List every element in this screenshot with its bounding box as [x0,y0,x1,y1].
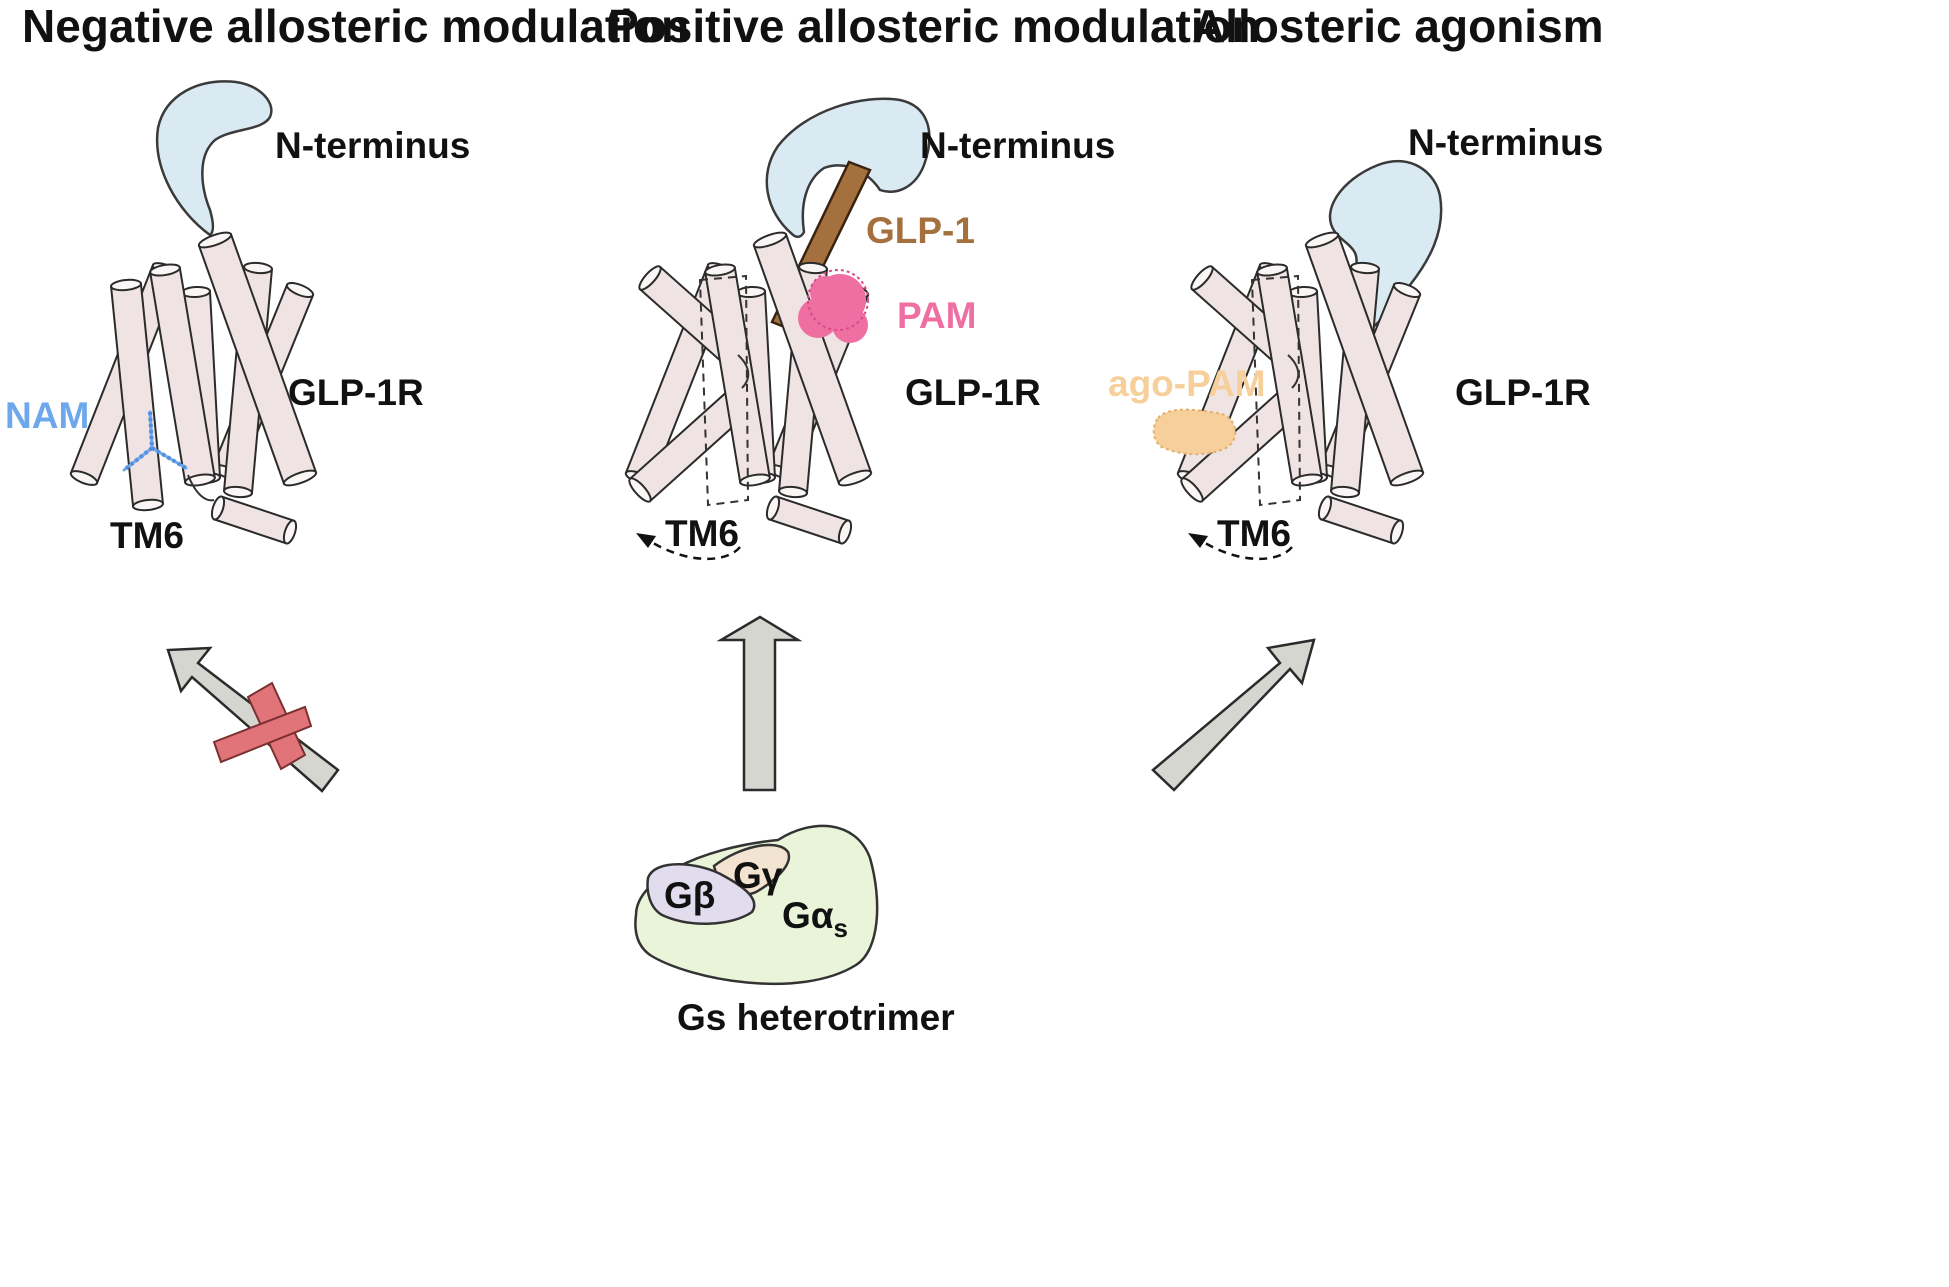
n-terminus-domain [765,97,931,238]
glp-1r-label: GLP-1R [1455,372,1591,413]
activation-arrow [716,615,803,792]
ago-pam-ligand [1152,408,1237,456]
title-positive-allosteric-modulation: Positive allosteric modulation [608,0,1260,52]
activation-arrow [1151,638,1316,792]
gs-heterotrimer-label: Gs heterotrimer [677,997,955,1038]
helix-8-cylinder [1317,495,1405,545]
tm6-movement-arrow [647,538,741,561]
intracellular-loop [187,474,215,502]
transmembrane-helix-bundle [1176,231,1425,503]
tm6-movement-arrowhead [636,533,656,548]
panel-positive: N-terminus GLP-1 PAM GLP-1R TM6 Gβ Gγ Gα… [624,97,1115,1038]
glp-1r-label: GLP-1R [905,372,1041,413]
n-terminus-label: N-terminus [1408,122,1603,163]
title-allosteric-agonism: Allosteric agonism [1192,0,1604,52]
helix-8 [765,495,853,545]
pam-ligand [798,269,869,343]
n-terminus-label: N-terminus [275,125,470,166]
transmembrane-helix-bundle [69,231,318,512]
pam-label: PAM [897,295,976,336]
tm6-previous-position-dashed [698,274,750,507]
blocked-activation-arrow [166,646,340,793]
tm6-label: TM6 [665,513,739,554]
g-gamma-label: Gγ [733,855,783,896]
glp-1r-label: GLP-1R [288,372,424,413]
nam-ligand [122,410,188,472]
title-negative-allosteric-modulation: Negative allosteric modulation [22,0,689,52]
intracellular-loop [1287,354,1300,389]
helix-8 [210,495,298,545]
nam-label: NAM [5,395,89,436]
panel-agonism: N-terminus ago-PAM GLP-1R TM6 [1108,122,1603,792]
helix-8 [1317,495,1405,545]
tm-helix [704,263,771,487]
g-beta-label: Gβ [664,875,715,916]
tm6-movement-arrow [1199,538,1293,561]
tm-helix [197,231,318,487]
helix-8-cylinder [765,495,853,545]
tm6-label: TM6 [1217,513,1291,554]
glp-1-label: GLP-1 [866,210,975,251]
tm-helix [1304,231,1425,487]
n-terminus-domain [155,80,273,237]
ago-pam-label: ago-PAM [1108,363,1266,404]
panel-negative: N-terminus NAM GLP-1R TM6 [5,80,470,793]
tm6-previous-position-dashed [1250,274,1302,507]
helix-8-cylinder [210,495,298,545]
n-terminus-label: N-terminus [920,125,1115,166]
g-alpha-label: Gαs [782,895,848,943]
tm-helix [752,231,873,487]
tm6-label: TM6 [110,515,184,556]
gs-heterotrimer: Gβ Gγ Gαs [634,824,879,986]
tm6-movement-arrowhead [1188,533,1208,548]
intracellular-loop [737,354,750,389]
g-beta-subunit [646,863,756,925]
cross-mark-icon [212,681,313,771]
